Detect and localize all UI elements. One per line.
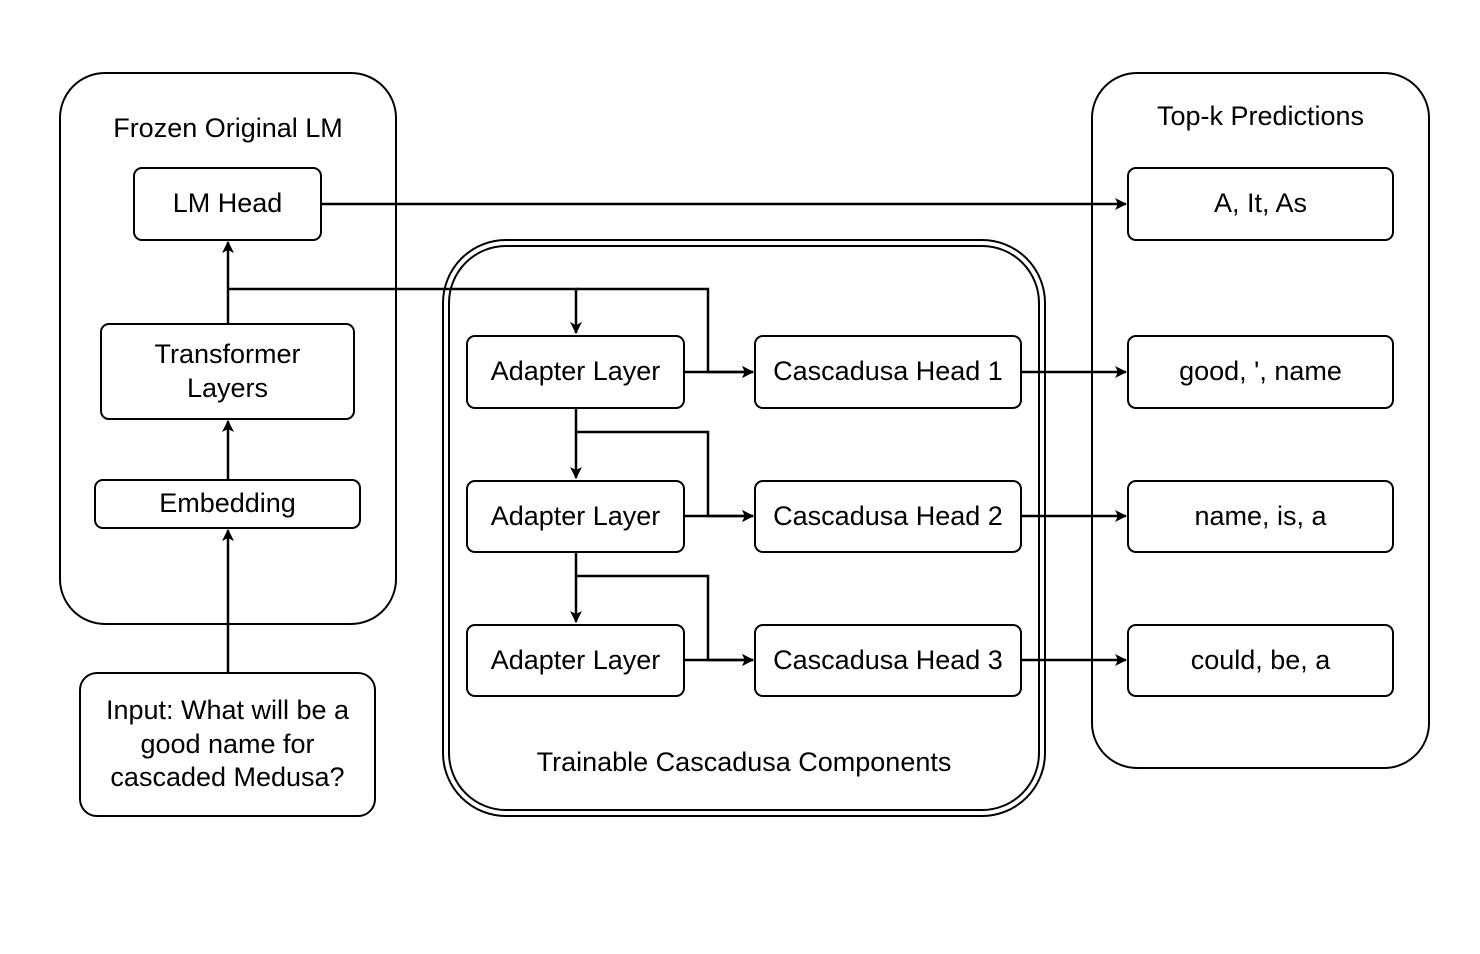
adapter-layer-1: Adapter Layer <box>466 335 685 409</box>
prediction-4: could, be, a <box>1127 624 1394 697</box>
adapter-layer-3: Adapter Layer <box>466 624 685 697</box>
trainable-components-group-title: Trainable Cascadusa Components <box>536 747 952 777</box>
trainable-components-group <box>442 239 1046 817</box>
adapter-layer-2: Adapter Layer <box>466 480 685 553</box>
embedding-box: Embedding <box>94 479 361 529</box>
trainable-components-group-inner-border <box>448 245 1040 811</box>
cascadusa-head-1: Cascadusa Head 1 <box>754 335 1022 409</box>
prediction-1: A, It, As <box>1127 167 1394 241</box>
prediction-3: name, is, a <box>1127 480 1394 553</box>
cascadusa-head-2: Cascadusa Head 2 <box>754 480 1022 553</box>
frozen-lm-group <box>59 72 397 625</box>
transformer-layers-box: Transformer Layers <box>100 323 355 420</box>
prediction-2: good, ', name <box>1127 335 1394 409</box>
predictions-group-title: Top-k Predictions <box>1156 101 1365 131</box>
frozen-lm-group-title: Frozen Original LM <box>113 113 343 143</box>
lm-head-box: LM Head <box>133 167 322 241</box>
cascadusa-head-3: Cascadusa Head 3 <box>754 624 1022 697</box>
predictions-group <box>1091 72 1430 769</box>
input-prompt-box: Input: What will be a good name for casc… <box>79 672 376 817</box>
